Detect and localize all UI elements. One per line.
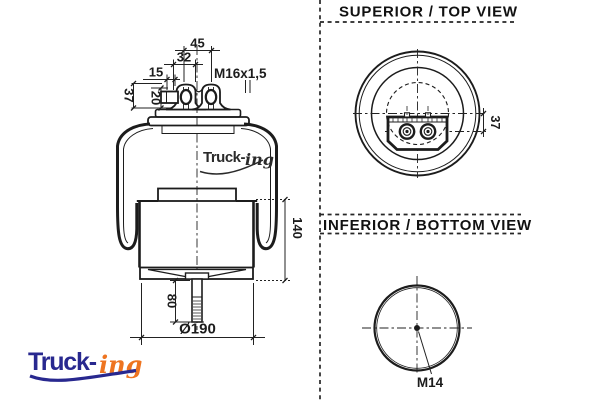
dim-80-label: 80 <box>165 294 180 308</box>
piston-top-bead <box>157 187 237 202</box>
dim-15: 15 <box>143 65 180 90</box>
top-view-panel: SUPERIOR / TOP VIEW <box>339 4 518 178</box>
logo-swoosh <box>29 368 137 382</box>
dim-15-label: 15 <box>149 65 163 80</box>
top-plate <box>147 116 250 127</box>
bottom-view-title: INFERIOR / BOTTOM VIEW <box>323 217 532 234</box>
dim-140-label: 140 <box>290 217 305 239</box>
dim-80: 80 <box>165 277 204 325</box>
top-bead-band <box>161 125 235 134</box>
bottom-view-panel: INFERIOR / BOTTOM VIEW M14 <box>323 217 532 390</box>
dim-37-side: 37 <box>122 80 170 111</box>
thread-m16-callout: M16x1,5 <box>214 66 267 93</box>
bottom-stud <box>191 278 203 323</box>
dim-37-top: 37 <box>480 108 502 137</box>
left-lug-hole <box>179 88 193 106</box>
dim-37-side-label: 37 <box>122 88 137 102</box>
dim-20: 20 <box>149 85 168 111</box>
thread-m16-label: M16x1,5 <box>214 66 267 81</box>
dashed-pitch-circle <box>385 81 450 146</box>
dim-diameter-label: Ø190 <box>179 321 216 338</box>
thread-m14-label: M14 <box>417 375 444 390</box>
top-view-drawing: 37 <box>353 49 502 178</box>
bellows-outline <box>116 122 278 251</box>
top-view-bolts <box>398 123 437 140</box>
dim-140: 140 <box>256 196 305 284</box>
center-hole <box>414 325 420 331</box>
m14-leader <box>418 331 432 375</box>
brand-logo: Truck- ing <box>28 348 142 382</box>
piston <box>136 187 258 268</box>
top-view-bracket <box>386 112 449 151</box>
right-lug-hole <box>204 88 218 106</box>
top-view-title: SUPERIOR / TOP VIEW <box>339 4 518 21</box>
side-view: 45 32 15 M16x1,5 37 <box>116 36 305 345</box>
logo-part1: Truck- <box>28 348 97 376</box>
watermark-part1: Truck- <box>203 149 246 166</box>
dim-20-label: 20 <box>149 91 164 105</box>
dim-45-label: 45 <box>190 36 204 51</box>
bottom-view-drawing: M14 <box>362 276 472 390</box>
dim-32: 32 <box>164 50 203 90</box>
dim-37-top-label: 37 <box>488 116 502 130</box>
panel-dividers <box>319 0 521 400</box>
bottom-plate <box>139 266 254 280</box>
watermark-swoosh <box>199 159 264 175</box>
stud-boss <box>184 272 210 280</box>
bracket-base-plate <box>154 108 242 118</box>
watermark-truck-ing: Truck- ing <box>199 149 274 175</box>
mounting-bracket <box>160 83 231 111</box>
dim-32-label: 32 <box>177 50 191 65</box>
dim-diameter-190: Ø190 <box>130 283 265 345</box>
